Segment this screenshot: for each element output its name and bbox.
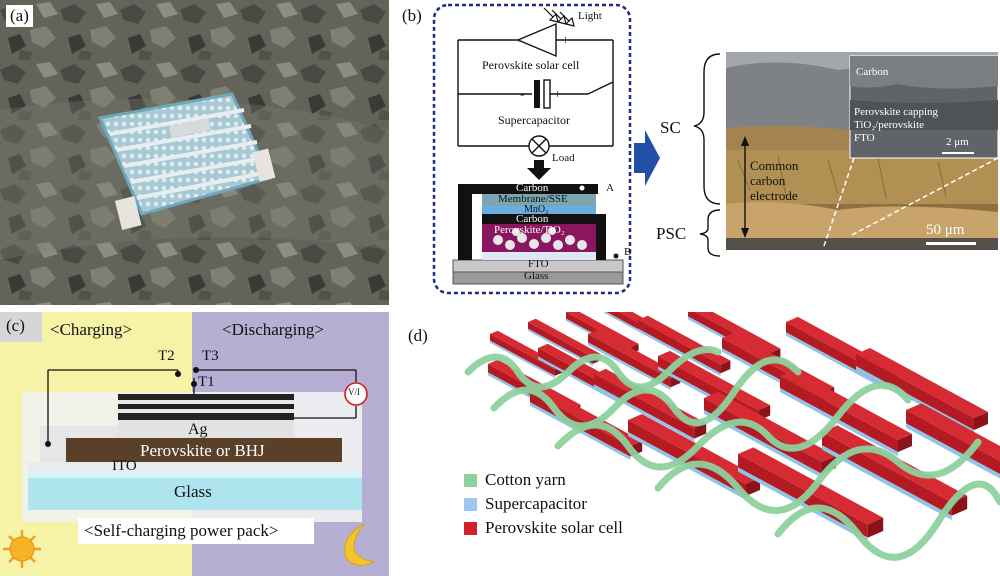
circuit-schematic — [432, 3, 999, 295]
point-a-label: A — [606, 182, 614, 194]
t3-label: T3 — [202, 348, 219, 364]
solar-plus: + — [562, 32, 570, 47]
meter-symbol — [344, 382, 368, 406]
panel-d-label: (d) — [408, 326, 428, 345]
legend-item-solar-cell: Perovskite solar cell — [464, 516, 623, 540]
layer-membrane: Membrane/SSE — [498, 193, 568, 205]
sem-common-label: Common carbon electrode — [750, 158, 798, 203]
wearable-photo — [0, 0, 389, 305]
panel-b: (b) — [398, 0, 1000, 305]
panel-d: (d) Cotton yarn Supercapacitor Perovskit… — [398, 312, 1000, 576]
power-pack-schematic — [0, 312, 389, 576]
psc-brace — [699, 209, 721, 257]
layer-perovskite: Perovskite/TiO₂ — [494, 224, 565, 236]
power-pack-caption: <Self-charging power pack> — [84, 521, 279, 540]
ag-label: Ag — [188, 421, 208, 438]
inset-tio2: TiO₂/perovskite — [854, 119, 925, 131]
legend-label-solar-cell: Perovskite solar cell — [485, 518, 623, 537]
perovskite-bhj-label: Perovskite or BHJ — [140, 441, 265, 460]
cap-plus: + — [554, 86, 562, 101]
panel-a: (a) — [0, 0, 389, 305]
down-arrow-icon — [527, 160, 551, 180]
textile-device — [97, 92, 276, 230]
layer-mno2: MnO₂ — [524, 204, 549, 215]
panel-a-label: (a) — [6, 5, 33, 27]
inset-carbon: Carbon — [856, 66, 889, 78]
sem-common-line2: carbon — [750, 173, 786, 188]
sc-label: SC — [660, 118, 681, 137]
layer-carbon-mid: Carbon — [516, 213, 549, 225]
panel-c-label: (c) — [6, 316, 25, 335]
psc-label: PSC — [656, 224, 687, 243]
t2-label: T2 — [158, 348, 175, 364]
legend-swatch-supercapacitor — [464, 497, 477, 511]
legend-swatch-solar-cell — [464, 521, 477, 535]
solar-minus: - — [518, 32, 523, 47]
inset-fto: FTO — [854, 132, 875, 144]
sc-brace — [693, 53, 721, 205]
meter-label: V/I — [348, 387, 360, 397]
solar-cell-symbol — [516, 22, 557, 58]
layer-fto: FTO — [528, 258, 549, 270]
discharging-label: <Discharging> — [222, 320, 324, 339]
psc-circuit-label: Perovskite solar cell — [482, 58, 580, 72]
inset-capping: Perovskite capping — [854, 106, 939, 118]
light-label: Light — [578, 10, 602, 22]
layer-carbon-top: Carbon — [516, 182, 549, 194]
textile-array-illustration — [464, 312, 1000, 561]
legend-item-cotton: Cotton yarn — [464, 468, 623, 492]
supercapacitor-label: Supercapacitor — [498, 113, 570, 127]
blue-arrow-icon — [634, 130, 660, 186]
sem-common-line3: electrode — [750, 188, 798, 203]
panel-c: (c) <Charging> <Discharging> T2 T3 T1 V/… — [0, 312, 389, 576]
point-b-label: B — [624, 246, 632, 258]
legend-swatch-cotton — [464, 473, 477, 487]
light-arrows — [543, 7, 575, 27]
legend-label-cotton: Cotton yarn — [485, 470, 566, 489]
device-stack — [452, 184, 624, 285]
panel-b-label: (b) — [402, 6, 422, 25]
legend-label-supercapacitor: Supercapacitor — [485, 494, 587, 513]
glass-label: Glass — [174, 482, 212, 501]
legend: Cotton yarn Supercapacitor Perovskite so… — [464, 468, 623, 540]
layer-glass: Glass — [524, 270, 549, 282]
legend-item-supercapacitor: Supercapacitor — [464, 492, 623, 516]
sem-scale-main: 50 μm — [926, 222, 965, 238]
cap-minus: - — [520, 86, 525, 101]
ito-label: ITO — [112, 458, 137, 474]
sem-image — [726, 52, 999, 250]
load-label: Load — [552, 152, 575, 164]
t1-label: T1 — [198, 374, 215, 390]
yarn-and-cells — [464, 312, 1000, 561]
moon-icon — [344, 523, 376, 566]
inset-scale: 2 μm — [946, 136, 969, 148]
sem-common-line1: Common — [750, 158, 799, 173]
charging-label: <Charging> — [50, 320, 133, 339]
sun-icon — [3, 530, 41, 568]
